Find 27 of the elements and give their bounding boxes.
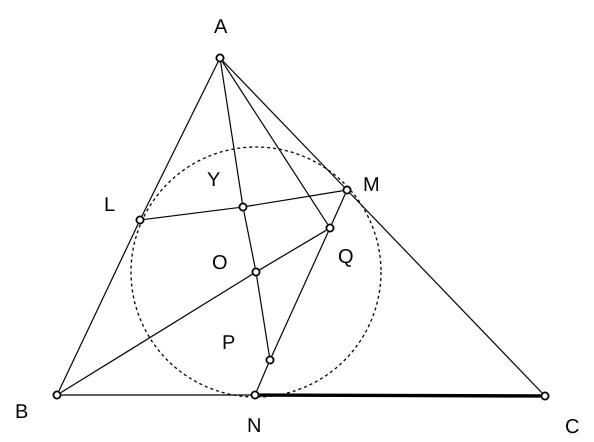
line-segment [141,62,219,216]
line-segment [260,393,540,398]
line-segment [271,232,329,356]
line-segment [222,60,344,188]
line-segment [350,192,542,394]
line-segment [144,206,239,220]
line-segment [260,230,326,270]
line-segment [331,194,346,224]
point-label: Y [207,169,220,191]
line-segment [58,224,139,392]
line-segment [243,211,256,268]
line-segment [256,276,270,356]
point-label: P [222,332,236,354]
line-segment [60,274,252,394]
line-segment [220,62,243,203]
point-label: M [363,174,380,196]
line-segment [247,190,343,207]
point-label: L [104,194,116,216]
point-label: A [214,16,228,38]
line-segment [222,61,328,225]
point-label: Q [338,246,354,268]
line-segment [62,394,250,396]
line-segment [256,364,269,392]
point-label: O [212,252,228,274]
point-label: C [565,416,580,438]
point-label: B [15,401,28,423]
point-label: N [247,415,262,437]
